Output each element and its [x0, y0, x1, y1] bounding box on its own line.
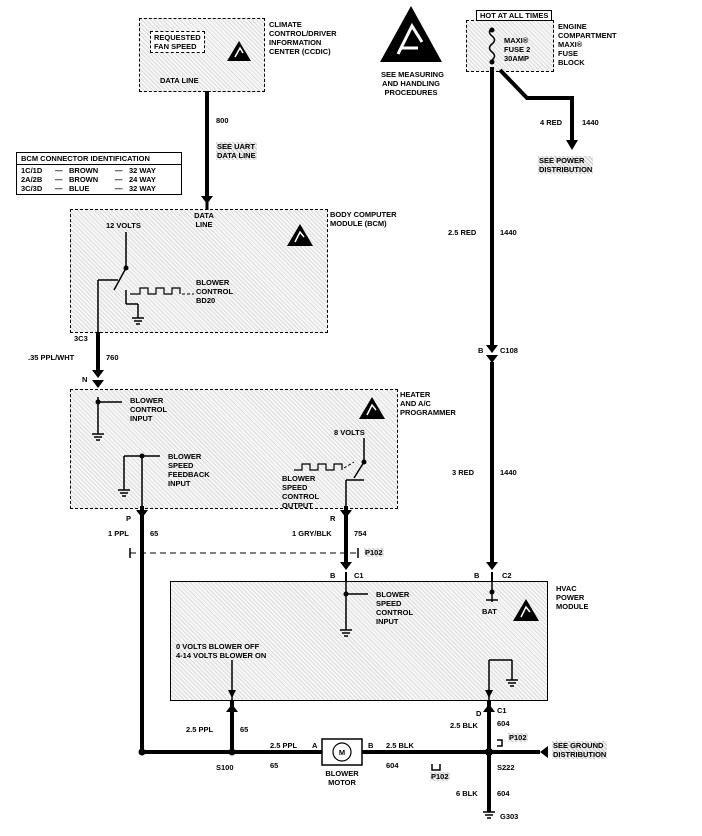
four-red-label: 4 RED	[540, 118, 563, 127]
wire-800-label: 800	[216, 116, 229, 125]
connector-c1-label: C1	[354, 571, 364, 580]
hvac-power-module-box	[170, 581, 548, 701]
bcm-connector-row: 2A/2B — BROWN — 24 WAY	[21, 175, 177, 184]
circuit-604-label: 604	[386, 761, 399, 770]
two5-ppl-label: 2.5 PPL	[186, 725, 214, 734]
esd-warning-icon	[359, 397, 385, 419]
pin-n-label: N	[82, 375, 88, 384]
esd-warning-icon	[380, 6, 442, 62]
bat-label: BAT	[482, 607, 497, 616]
splice-s100-label: S100	[216, 763, 234, 772]
ccdic-data-line-label: DATA LINE	[160, 76, 199, 85]
circuit-65-label: 65	[150, 529, 159, 538]
bcm-connector-cell: —	[55, 166, 63, 175]
connector-p102-label: P102	[364, 548, 384, 557]
pin-d-label: D	[476, 709, 482, 718]
connector-c108-label: C108	[500, 346, 518, 355]
circuit-1440-label: 1440	[582, 118, 599, 127]
connector-c1-label: C1	[497, 706, 507, 715]
hvac-power-module-title: HVAC POWER MODULE	[556, 584, 589, 611]
pin-b-label: B	[474, 571, 480, 580]
blower-speed-feedback-label: BLOWER SPEED FEEDBACK INPUT	[168, 452, 210, 488]
pin-3c3-label: 3C3	[74, 334, 88, 343]
esd-warning-icon	[513, 599, 539, 621]
bcm-connector-cell: —	[115, 175, 123, 184]
bcm-connector-cell: 1C/1D	[21, 166, 43, 175]
motor-symbol: M	[338, 748, 346, 757]
requested-fan-speed-label: REQUESTED FAN SPEED	[150, 31, 205, 53]
pin-p-label: P	[126, 514, 132, 523]
bcm-connector-cell: BROWN	[69, 175, 99, 184]
two5-ppl-label: 2.5 PPL	[270, 741, 298, 750]
bcm-connector-row: 1C/1D — BROWN — 32 WAY	[21, 166, 177, 175]
blower-speed-control-output-label: BLOWER SPEED CONTROL OUTPUT	[282, 474, 320, 510]
circuit-604-label: 604	[497, 719, 510, 728]
pin-b-label: B	[368, 741, 374, 750]
one-ppl-label: 1 PPL	[108, 529, 129, 538]
gry-blk-label: 1 GRY/BLK	[292, 529, 332, 538]
hot-at-all-times-label: HOT AT ALL TIMES	[476, 10, 553, 21]
pin-r-label: R	[330, 514, 336, 523]
bcm-module-box	[70, 209, 328, 333]
blower-motor-label: BLOWER MOTOR	[325, 769, 359, 787]
bcm-connector-cell: 24 WAY	[129, 175, 156, 184]
circuit-754-label: 754	[354, 529, 367, 538]
pin-a-label: A	[312, 741, 318, 750]
two5-blk-label: 2.5 BLK	[450, 721, 478, 730]
see-power-distribution-label: SEE POWER DISTRIBUTION	[538, 156, 594, 174]
six-blk-label: 6 BLK	[456, 789, 478, 798]
bcm-connector-cell: —	[55, 175, 63, 184]
connector-p102-label: P102	[508, 733, 528, 742]
twelve-volts-label: 12 VOLTS	[106, 221, 141, 230]
splice-s222-label: S222	[497, 763, 515, 772]
fuse-block-title: ENGINE COMPARTMENT MAXI® FUSE BLOCK	[558, 22, 617, 67]
see-uart-data-line-label: SEE UART DATA LINE	[216, 142, 257, 160]
circuit-1440-label: 1440	[500, 228, 517, 237]
blower-control-input-label: BLOWER CONTROL INPUT	[130, 396, 168, 423]
blower-status-label: 0 VOLTS BLOWER OFF 4-14 VOLTS BLOWER ON	[176, 642, 267, 660]
esd-note: SEE MEASURING AND HANDLING PROCEDURES	[381, 70, 444, 97]
see-ground-distribution-label: SEE GROUND DISTRIBUTION	[552, 741, 608, 759]
circuit-604-label: 604	[497, 789, 510, 798]
three-red-label: 3 RED	[452, 468, 475, 477]
bcm-connector-cell: —	[55, 184, 63, 193]
blower-speed-control-input-label: BLOWER SPEED CONTROL INPUT	[376, 590, 414, 626]
bcm-connector-cell: BROWN	[69, 166, 99, 175]
fuse-block-box	[466, 20, 554, 72]
ppl-wht-label: .35 PPL/WHT	[28, 353, 75, 362]
programmer-title: HEATER AND A/C PROGRAMMER	[400, 390, 456, 417]
circuit-1440-label: 1440	[500, 468, 517, 477]
esd-warning-icon	[227, 41, 251, 61]
pin-b-label: B	[478, 346, 484, 355]
connector-p102-label: P102	[430, 772, 450, 781]
bcm-connector-table: BCM CONNECTOR IDENTIFICATION 1C/1D — BROWN…	[16, 152, 182, 195]
eight-volts-label: 8 VOLTS	[334, 428, 365, 437]
connector-c2-label: C2	[502, 571, 512, 580]
bcm-connector-row: 3C/3D — BLUE — 32 WAY	[21, 184, 177, 193]
bcm-data-line-label: DATA LINE	[194, 211, 214, 229]
bcm-connector-cell: 2A/2B	[21, 175, 43, 184]
ccdic-title: CLIMATE CONTROL/DRIVER INFORMATION CENTE…	[269, 20, 337, 56]
circuit-760-label: 760	[106, 353, 119, 362]
bcm-connector-cell: 32 WAY	[129, 166, 156, 175]
blower-control-bd20-label: BLOWER CONTROL BD20	[196, 278, 234, 305]
two5-blk-label: 2.5 BLK	[386, 741, 414, 750]
bcm-title: BODY COMPUTER MODULE (BCM)	[330, 210, 397, 228]
bcm-connector-cell: BLUE	[69, 184, 90, 193]
maxi-fuse-label: MAXI® FUSE 2 30AMP	[504, 36, 531, 63]
bcm-connector-cell: —	[115, 166, 123, 175]
two5-red-label: 2.5 RED	[448, 228, 477, 237]
bcm-connector-cell: 3C/3D	[21, 184, 43, 193]
pin-b-label: B	[330, 571, 336, 580]
bcm-connector-table-title: BCM CONNECTOR IDENTIFICATION	[17, 153, 181, 165]
bcm-connector-cell: —	[115, 184, 123, 193]
ground-g303-label: G303	[500, 812, 519, 821]
esd-warning-icon	[287, 224, 313, 246]
circuit-65-label: 65	[240, 725, 249, 734]
bcm-connector-cell: 32 WAY	[129, 184, 156, 193]
circuit-65-label: 65	[270, 761, 279, 770]
